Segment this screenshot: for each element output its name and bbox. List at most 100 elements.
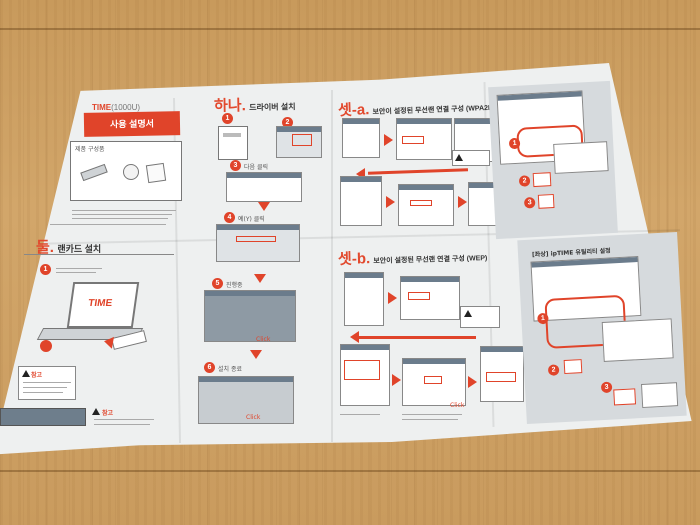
section-dul-header: 둘. 랜카드 설치 [36,239,102,256]
step-screenshot [226,172,302,202]
highlight-box [344,360,380,380]
wood-plank-seam [0,28,700,30]
highlight-box [537,194,555,209]
highlight-box [402,136,424,144]
step-screenshot [198,376,294,424]
note-text-line [94,424,150,425]
warning-icon [464,310,472,317]
step-text-line [56,268,102,269]
step-label: 설치 종료 [218,366,242,373]
note-text-line [23,387,67,388]
product-box: 제품 구성품 [70,141,182,201]
step-label: 진행중 [226,282,243,289]
step-label: 예(Y) 클릭 [238,216,265,223]
right-arrow-icon [458,196,467,208]
caption-line [340,414,380,415]
section-rule [24,254,174,255]
step-screenshot [342,118,380,158]
step-screenshot [204,290,296,342]
click-label: Click [450,402,465,409]
right-arrow-icon [468,376,477,388]
cover-text-line [50,224,166,225]
note-box [640,382,679,409]
step-number: 2 [547,364,560,376]
utility-panel-a: 1 2 3 [488,80,618,240]
caption-line [402,419,458,420]
highlight-box [613,388,637,406]
step-number: 1 [40,264,51,275]
right-arrow-icon [384,134,393,146]
step-number: 4 [224,212,235,223]
panel-caption: [좌상] ipTIME 유틸리티 설정 [531,247,611,259]
note-box: 참고 [18,366,76,400]
highlight-box [486,372,516,382]
step-screenshot [276,126,322,158]
pc-tower-image [218,126,248,160]
note-box [553,141,609,174]
right-arrow-icon [392,374,401,386]
right-arrow-icon [388,292,397,304]
step-number: 2 [518,175,531,187]
manual-title: 사용 설명서 [109,118,155,130]
caption-line [402,414,462,415]
utility-panel-b: [좌상] ipTIME 유틸리티 설정 1 2 3 [517,231,687,425]
step-screenshot [400,276,460,320]
step-screenshot [216,224,300,262]
flow-line [356,336,476,339]
note-box [601,318,674,362]
down-arrow-icon [258,202,270,211]
cd-tray [223,133,241,137]
step-number: 3 [523,196,536,209]
highlight-box [292,134,312,146]
step-number: 6 [204,362,215,373]
step-screenshot [344,272,384,326]
warning-note [460,306,500,328]
note-label: 참고 [31,372,43,379]
highlight-box [236,236,276,242]
warning-icon [92,408,100,415]
paper-fold [331,90,333,442]
note-label: 참고 [102,410,114,417]
warning-icon [22,370,30,377]
step-text-line [56,272,96,273]
step-number: 1 [222,113,233,124]
right-arrow-icon [386,196,395,208]
step-screenshot [402,358,466,406]
wood-plank-seam [0,470,700,472]
step-number: 3 [600,381,613,394]
cover-text-line [72,214,172,215]
step-screenshot [340,176,382,226]
step-number: 2 [282,117,293,128]
step-number: 3 [230,160,241,171]
laptop-brand: TIME [87,298,113,309]
step-label: 다음 클릭 [244,164,268,171]
step-number: 5 [212,278,223,289]
warning-note [452,150,490,166]
step-screenshot [480,346,524,402]
cover-text-line [72,218,168,219]
usb-adapter-image [80,163,108,182]
warning-icon [455,154,463,161]
click-label: Click [256,336,271,343]
laptop-screen-image: TIME [66,282,140,328]
title-banner: 사용 설명서 [83,111,181,137]
note-text-line [23,382,71,383]
product-tab-label: 제품 구성품 [75,144,105,153]
highlight-box [408,292,430,300]
note-box-2: 참고 [92,406,162,432]
cover-text-line [72,210,176,211]
step-screenshot [396,118,452,160]
highlight-box [532,172,552,188]
port-marker-icon [40,340,52,352]
down-arrow-icon [254,274,266,283]
brand-logo: TIME(1000U) [92,103,141,112]
taskbar-image [0,408,86,426]
step-screenshot [340,344,390,406]
highlight-box [410,200,432,206]
down-arrow-icon [250,350,262,359]
highlight-box [424,376,442,384]
note-text-line [23,392,63,393]
cd-image [123,164,139,180]
left-arrow-icon [350,331,359,343]
